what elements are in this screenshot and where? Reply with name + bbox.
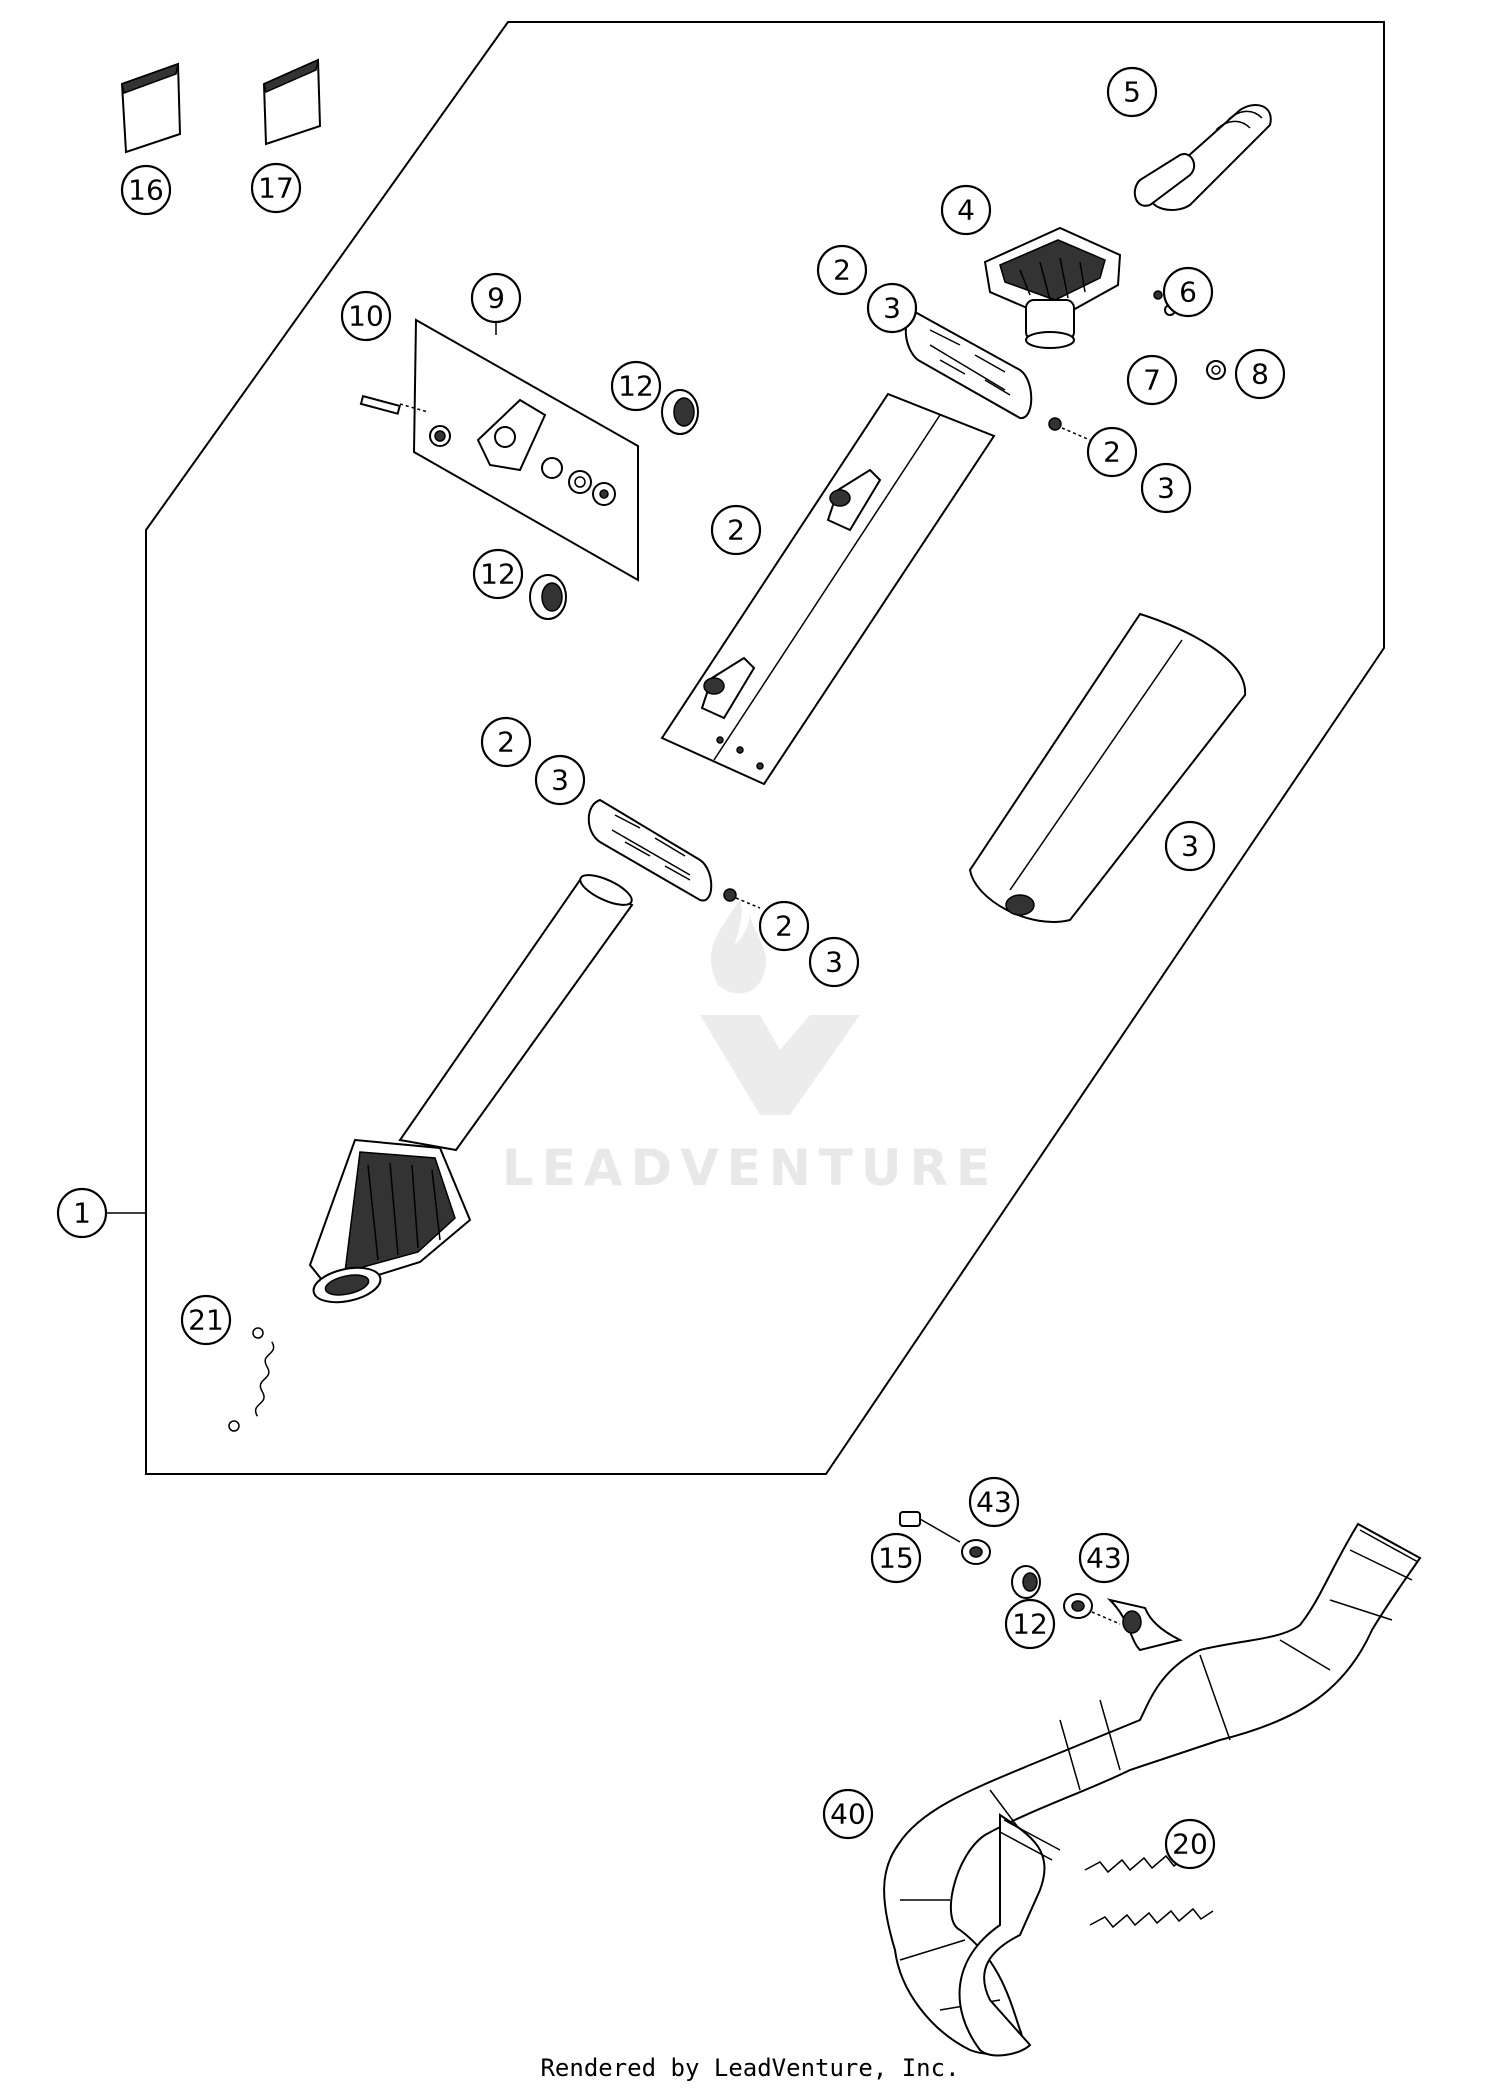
callout-12: 12 [610, 360, 662, 412]
callout-1: 1 [56, 1187, 108, 1239]
part-12-grommet-middle [529, 574, 567, 620]
callout-17: 17 [250, 162, 302, 214]
svg-text:10: 10 [348, 300, 384, 333]
part-17-sticker [262, 58, 322, 146]
part-43-washer-upper [961, 1539, 991, 1565]
callout-8: 8 [1234, 348, 1286, 400]
svg-text:12: 12 [1012, 1608, 1048, 1641]
callout-2: 2 [710, 504, 762, 556]
callout-15: 15 [870, 1532, 922, 1584]
leadventure-watermark-logo: LEADVENTURE [502, 900, 998, 1197]
callout-2: 2 [480, 716, 532, 768]
svg-text:2: 2 [775, 910, 793, 943]
kit-outline-frame [145, 21, 1385, 1475]
part-16-sticker [120, 62, 182, 154]
part-5-inlet-pipe [1133, 104, 1272, 211]
svg-text:6: 6 [1179, 276, 1197, 309]
part-21-spring [228, 1327, 275, 1432]
part-6-rivet [1153, 290, 1163, 300]
svg-text:20: 20 [1172, 1828, 1208, 1861]
callout-9: 9 [470, 272, 522, 324]
svg-text:40: 40 [830, 1798, 866, 1831]
part-inner-core-tube [398, 874, 634, 1152]
svg-text:15: 15 [878, 1542, 914, 1575]
callout-3: 3 [534, 754, 586, 806]
svg-text:4: 4 [957, 194, 975, 227]
callout-12: 12 [472, 548, 524, 600]
svg-text:43: 43 [1086, 1542, 1122, 1575]
callout-4: 4 [940, 184, 992, 236]
callout-40: 40 [822, 1788, 874, 1840]
svg-text:3: 3 [551, 764, 569, 797]
part-40-header-pipe [883, 1522, 1422, 2057]
part-15-bolt [899, 1511, 961, 1543]
svg-text:1: 1 [73, 1197, 91, 1230]
part-end-plate-lower [587, 798, 761, 909]
callout-16: 16 [120, 164, 172, 216]
svg-text:9: 9 [487, 282, 505, 315]
callout-2: 2 [758, 900, 810, 952]
svg-text:3: 3 [825, 946, 843, 979]
part-rear-end-cap [308, 1138, 472, 1304]
svg-text:2: 2 [1103, 436, 1121, 469]
callout-43: 43 [968, 1476, 1020, 1528]
part-3-packing-wrap [968, 612, 1247, 923]
part-20-spring-lower [1089, 1907, 1214, 1929]
callout-2: 2 [1086, 426, 1138, 478]
callout-21: 21 [180, 1294, 232, 1346]
footer-credit: Rendered by LeadVenture, Inc. [540, 2054, 960, 2082]
svg-text:8: 8 [1251, 358, 1269, 391]
callout-12: 12 [1004, 1598, 1056, 1650]
svg-text:2: 2 [727, 514, 745, 547]
watermark-text: LEADVENTURE [502, 1139, 998, 1197]
svg-text:17: 17 [258, 172, 294, 205]
svg-text:16: 16 [128, 174, 164, 207]
callout-3: 3 [866, 282, 918, 334]
callout-20: 20 [1164, 1818, 1216, 1870]
part-43-washer-lower [1063, 1593, 1121, 1625]
svg-text:3: 3 [883, 292, 901, 325]
svg-text:12: 12 [480, 558, 516, 591]
callout-10: 10 [340, 290, 392, 342]
part-12-grommet-header [1011, 1565, 1041, 1599]
svg-text:5: 5 [1123, 76, 1141, 109]
callout-3: 3 [808, 936, 860, 988]
part-4-end-cap [983, 226, 1122, 349]
callout-43: 43 [1078, 1532, 1130, 1584]
callout-3: 3 [1140, 462, 1192, 514]
callout-5: 5 [1106, 66, 1158, 118]
part-12-grommet-upper [661, 389, 699, 435]
part-9-bracket-kit [359, 318, 639, 582]
callout-2: 2 [816, 244, 868, 296]
svg-text:12: 12 [618, 370, 654, 403]
svg-text:2: 2 [497, 726, 515, 759]
svg-text:43: 43 [976, 1486, 1012, 1519]
callout-6: 6 [1162, 266, 1214, 318]
svg-text:2: 2 [833, 254, 851, 287]
part-2-silencer-sleeve [660, 392, 996, 786]
callout-3: 3 [1164, 820, 1216, 872]
svg-text:21: 21 [188, 1304, 224, 1337]
svg-text:3: 3 [1181, 830, 1199, 863]
svg-text:7: 7 [1143, 364, 1161, 397]
part-8-nut [1206, 360, 1226, 380]
svg-text:3: 3 [1157, 472, 1175, 505]
callout-7: 7 [1126, 354, 1178, 406]
